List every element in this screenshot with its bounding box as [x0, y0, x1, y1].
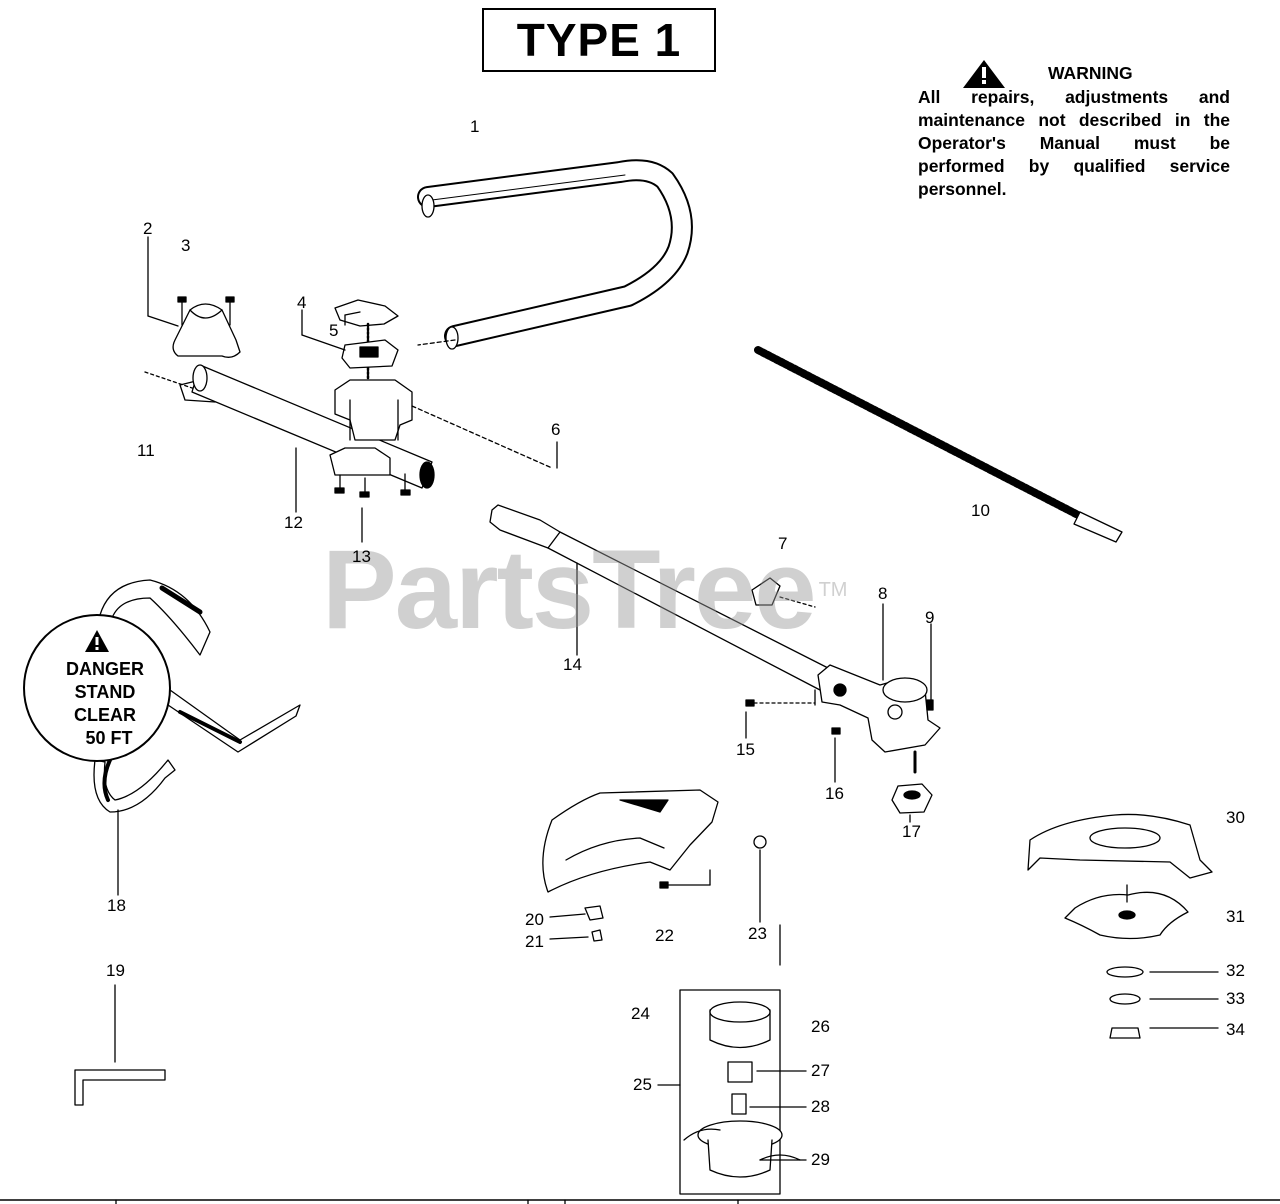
part-number: 12 — [284, 513, 303, 532]
part-drive-cable — [754, 346, 1123, 543]
part-loop-handle — [417, 159, 693, 350]
bottom-table-edge — [0, 1199, 1280, 1204]
part-number: 13 — [352, 547, 371, 566]
part-gear-head — [817, 664, 941, 774]
part-number: 7 — [778, 534, 788, 553]
part-nut — [891, 783, 933, 814]
part-number: 19 — [106, 961, 125, 980]
part-number: 27 — [811, 1061, 830, 1080]
part-number: 2 — [143, 219, 153, 238]
part-number: 28 — [811, 1097, 830, 1116]
part-number: 11 — [137, 441, 155, 460]
part-number: 24 — [631, 1004, 650, 1023]
diagram-title: TYPE 1 — [482, 8, 716, 72]
part-knob — [334, 299, 399, 382]
part-number: 1 — [470, 117, 480, 136]
part-number: 22 — [655, 926, 674, 945]
part-number: 29 — [811, 1150, 830, 1169]
warning-notice: WARNING All repairs, adjustments and mai… — [918, 62, 1230, 201]
part-number: 25 — [633, 1075, 652, 1094]
part-number: 9 — [925, 608, 935, 627]
part-number: 17 — [902, 822, 921, 841]
part-number: 4 — [297, 293, 307, 312]
danger-triangle-icon — [85, 630, 109, 652]
part-number: 14 — [563, 655, 582, 674]
part-number: 20 — [525, 910, 544, 929]
part-number: 6 — [551, 420, 561, 439]
part-upper-clamp — [144, 296, 241, 403]
warning-heading: WARNING — [1048, 63, 1133, 83]
part-number: 16 — [825, 784, 844, 803]
part-number: 8 — [878, 584, 888, 603]
part-trimmer-shield — [542, 789, 719, 893]
part-number: 33 — [1226, 989, 1245, 1008]
part-number: 15 — [736, 740, 755, 759]
part-number: 23 — [748, 924, 767, 943]
part-trimmer-head — [679, 989, 801, 1195]
part-small-bracket — [751, 577, 816, 608]
part-hex-key — [74, 1069, 166, 1106]
part-number: 5 — [329, 321, 339, 340]
part-grass-shield — [1027, 813, 1213, 879]
part-number: 18 — [107, 896, 126, 915]
part-number: 3 — [181, 236, 191, 255]
part-number: 34 — [1226, 1020, 1245, 1039]
part-clamp-block — [329, 379, 553, 498]
warning-text: All repairs, adjustments and maintenance… — [918, 87, 1230, 199]
danger-label: DANGER STAND CLEAR 50 FT — [65, 659, 144, 748]
leader-lines — [114, 236, 1219, 1161]
part-number: 26 — [811, 1017, 830, 1036]
part-blade — [1064, 884, 1189, 940]
part-number: 21 — [525, 932, 544, 951]
part-number: 30 — [1226, 808, 1245, 827]
warning-triangle-icon — [963, 60, 1005, 88]
part-harness-strap — [23, 579, 301, 813]
part-number: 32 — [1226, 961, 1245, 980]
part-number: 31 — [1226, 907, 1245, 926]
part-number: 10 — [971, 501, 990, 520]
